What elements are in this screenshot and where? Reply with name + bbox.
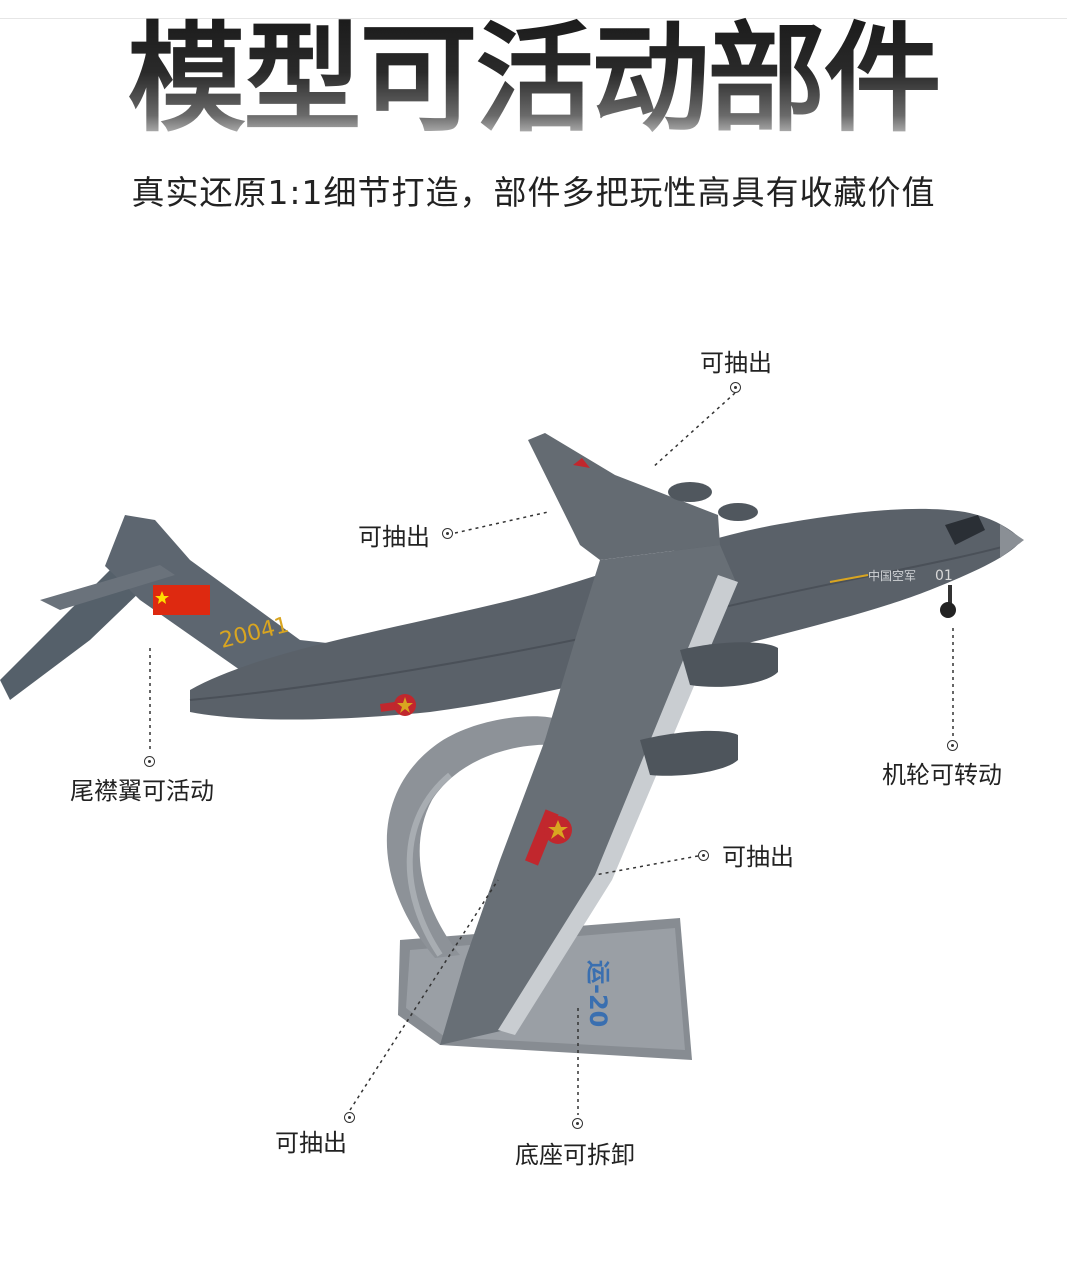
callout-dot-top-wing (730, 382, 741, 393)
callout-dot-bottom-wing (344, 1112, 355, 1123)
callout-dot-left-wing (442, 528, 453, 539)
fuselage-text: 中国空军 (868, 568, 916, 583)
nose-wheel (940, 602, 956, 618)
tail-stabilizer (0, 560, 168, 700)
callout-dot-wheel (947, 740, 958, 751)
lower-engine-inner (680, 642, 778, 687)
callout-dot-right-wing (698, 850, 709, 861)
lower-wing (440, 545, 735, 1045)
callout-tail: 尾襟翼可活动 (70, 777, 214, 805)
upper-engine-inner (668, 482, 712, 502)
stand-arc (386, 716, 560, 958)
lower-engine-outer (640, 730, 738, 776)
nose-cone (1000, 524, 1024, 558)
callout-wheel: 机轮可转动 (882, 761, 1002, 789)
callout-left-wing: 可抽出 (358, 523, 430, 551)
cockpit-window (945, 515, 985, 545)
page-subtitle: 真实还原1:1细节打造，部件多把玩性高具有收藏价值 (131, 173, 936, 212)
nose-number: 01 (935, 568, 953, 584)
callout-top-wing: 可抽出 (700, 349, 772, 377)
wing-leading-edge (498, 575, 738, 1035)
stand-label: 运-20 (584, 960, 612, 1027)
vertical-fin (105, 515, 372, 670)
upper-engine-outer (718, 503, 758, 521)
callout-dot-base (572, 1118, 583, 1129)
top-divider (0, 18, 1067, 19)
page-title: 模型可活动部件 (0, 14, 1067, 144)
callout-dot-tail (144, 756, 155, 767)
callout-bottom-wing: 可抽出 (275, 1129, 347, 1157)
callout-base: 底座可拆卸 (515, 1141, 635, 1169)
callout-right-wing: 可抽出 (722, 843, 794, 871)
